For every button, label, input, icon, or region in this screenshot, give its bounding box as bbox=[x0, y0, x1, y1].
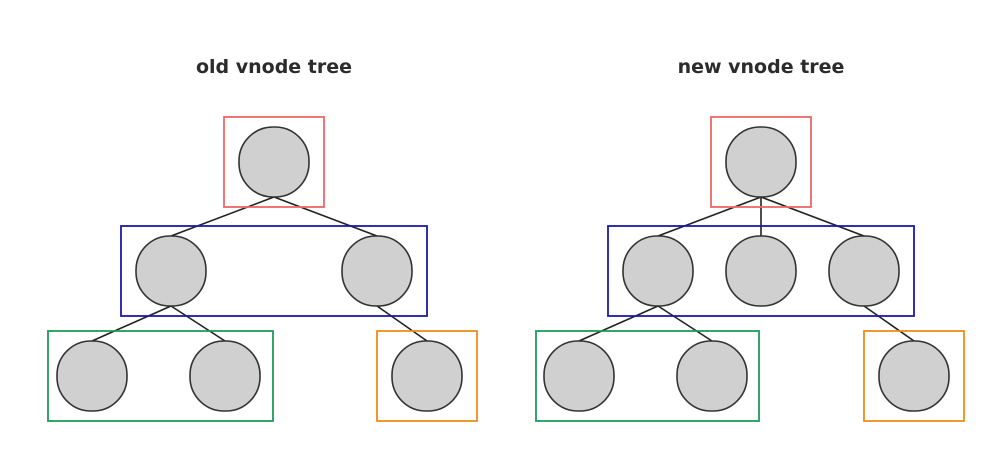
old-tree bbox=[47, 116, 478, 422]
grandchild-node bbox=[56, 340, 128, 412]
level3-right-group-box bbox=[863, 330, 965, 422]
grandchild-node bbox=[543, 340, 615, 412]
edge bbox=[170, 196, 275, 237]
edge bbox=[657, 305, 713, 342]
child-node bbox=[135, 235, 207, 307]
edge bbox=[170, 305, 226, 342]
grandchild-node bbox=[878, 340, 950, 412]
edge bbox=[863, 305, 915, 342]
edge bbox=[760, 196, 865, 237]
grandchild-node bbox=[189, 340, 261, 412]
edge bbox=[578, 305, 659, 342]
child-node bbox=[725, 235, 797, 307]
new-tree-title: new vnode tree bbox=[677, 56, 845, 78]
level3-left-group-box bbox=[47, 330, 274, 422]
child-node bbox=[828, 235, 900, 307]
edge bbox=[657, 196, 762, 237]
root-node bbox=[238, 126, 310, 198]
child-node bbox=[341, 235, 413, 307]
grandchild-node bbox=[391, 340, 463, 412]
level2-group-box bbox=[607, 225, 915, 317]
root-node bbox=[725, 126, 797, 198]
root-group-box bbox=[223, 116, 325, 208]
edge bbox=[273, 196, 378, 237]
level2-group-box bbox=[120, 225, 428, 317]
level3-left-group-box bbox=[535, 330, 760, 422]
old-tree-title: old vnode tree bbox=[195, 56, 353, 78]
grandchild-node bbox=[676, 340, 748, 412]
edge bbox=[376, 305, 428, 342]
new-tree bbox=[535, 116, 965, 422]
child-node bbox=[622, 235, 694, 307]
root-group-box bbox=[710, 116, 812, 208]
edge bbox=[91, 305, 172, 342]
level3-right-group-box bbox=[376, 330, 478, 422]
